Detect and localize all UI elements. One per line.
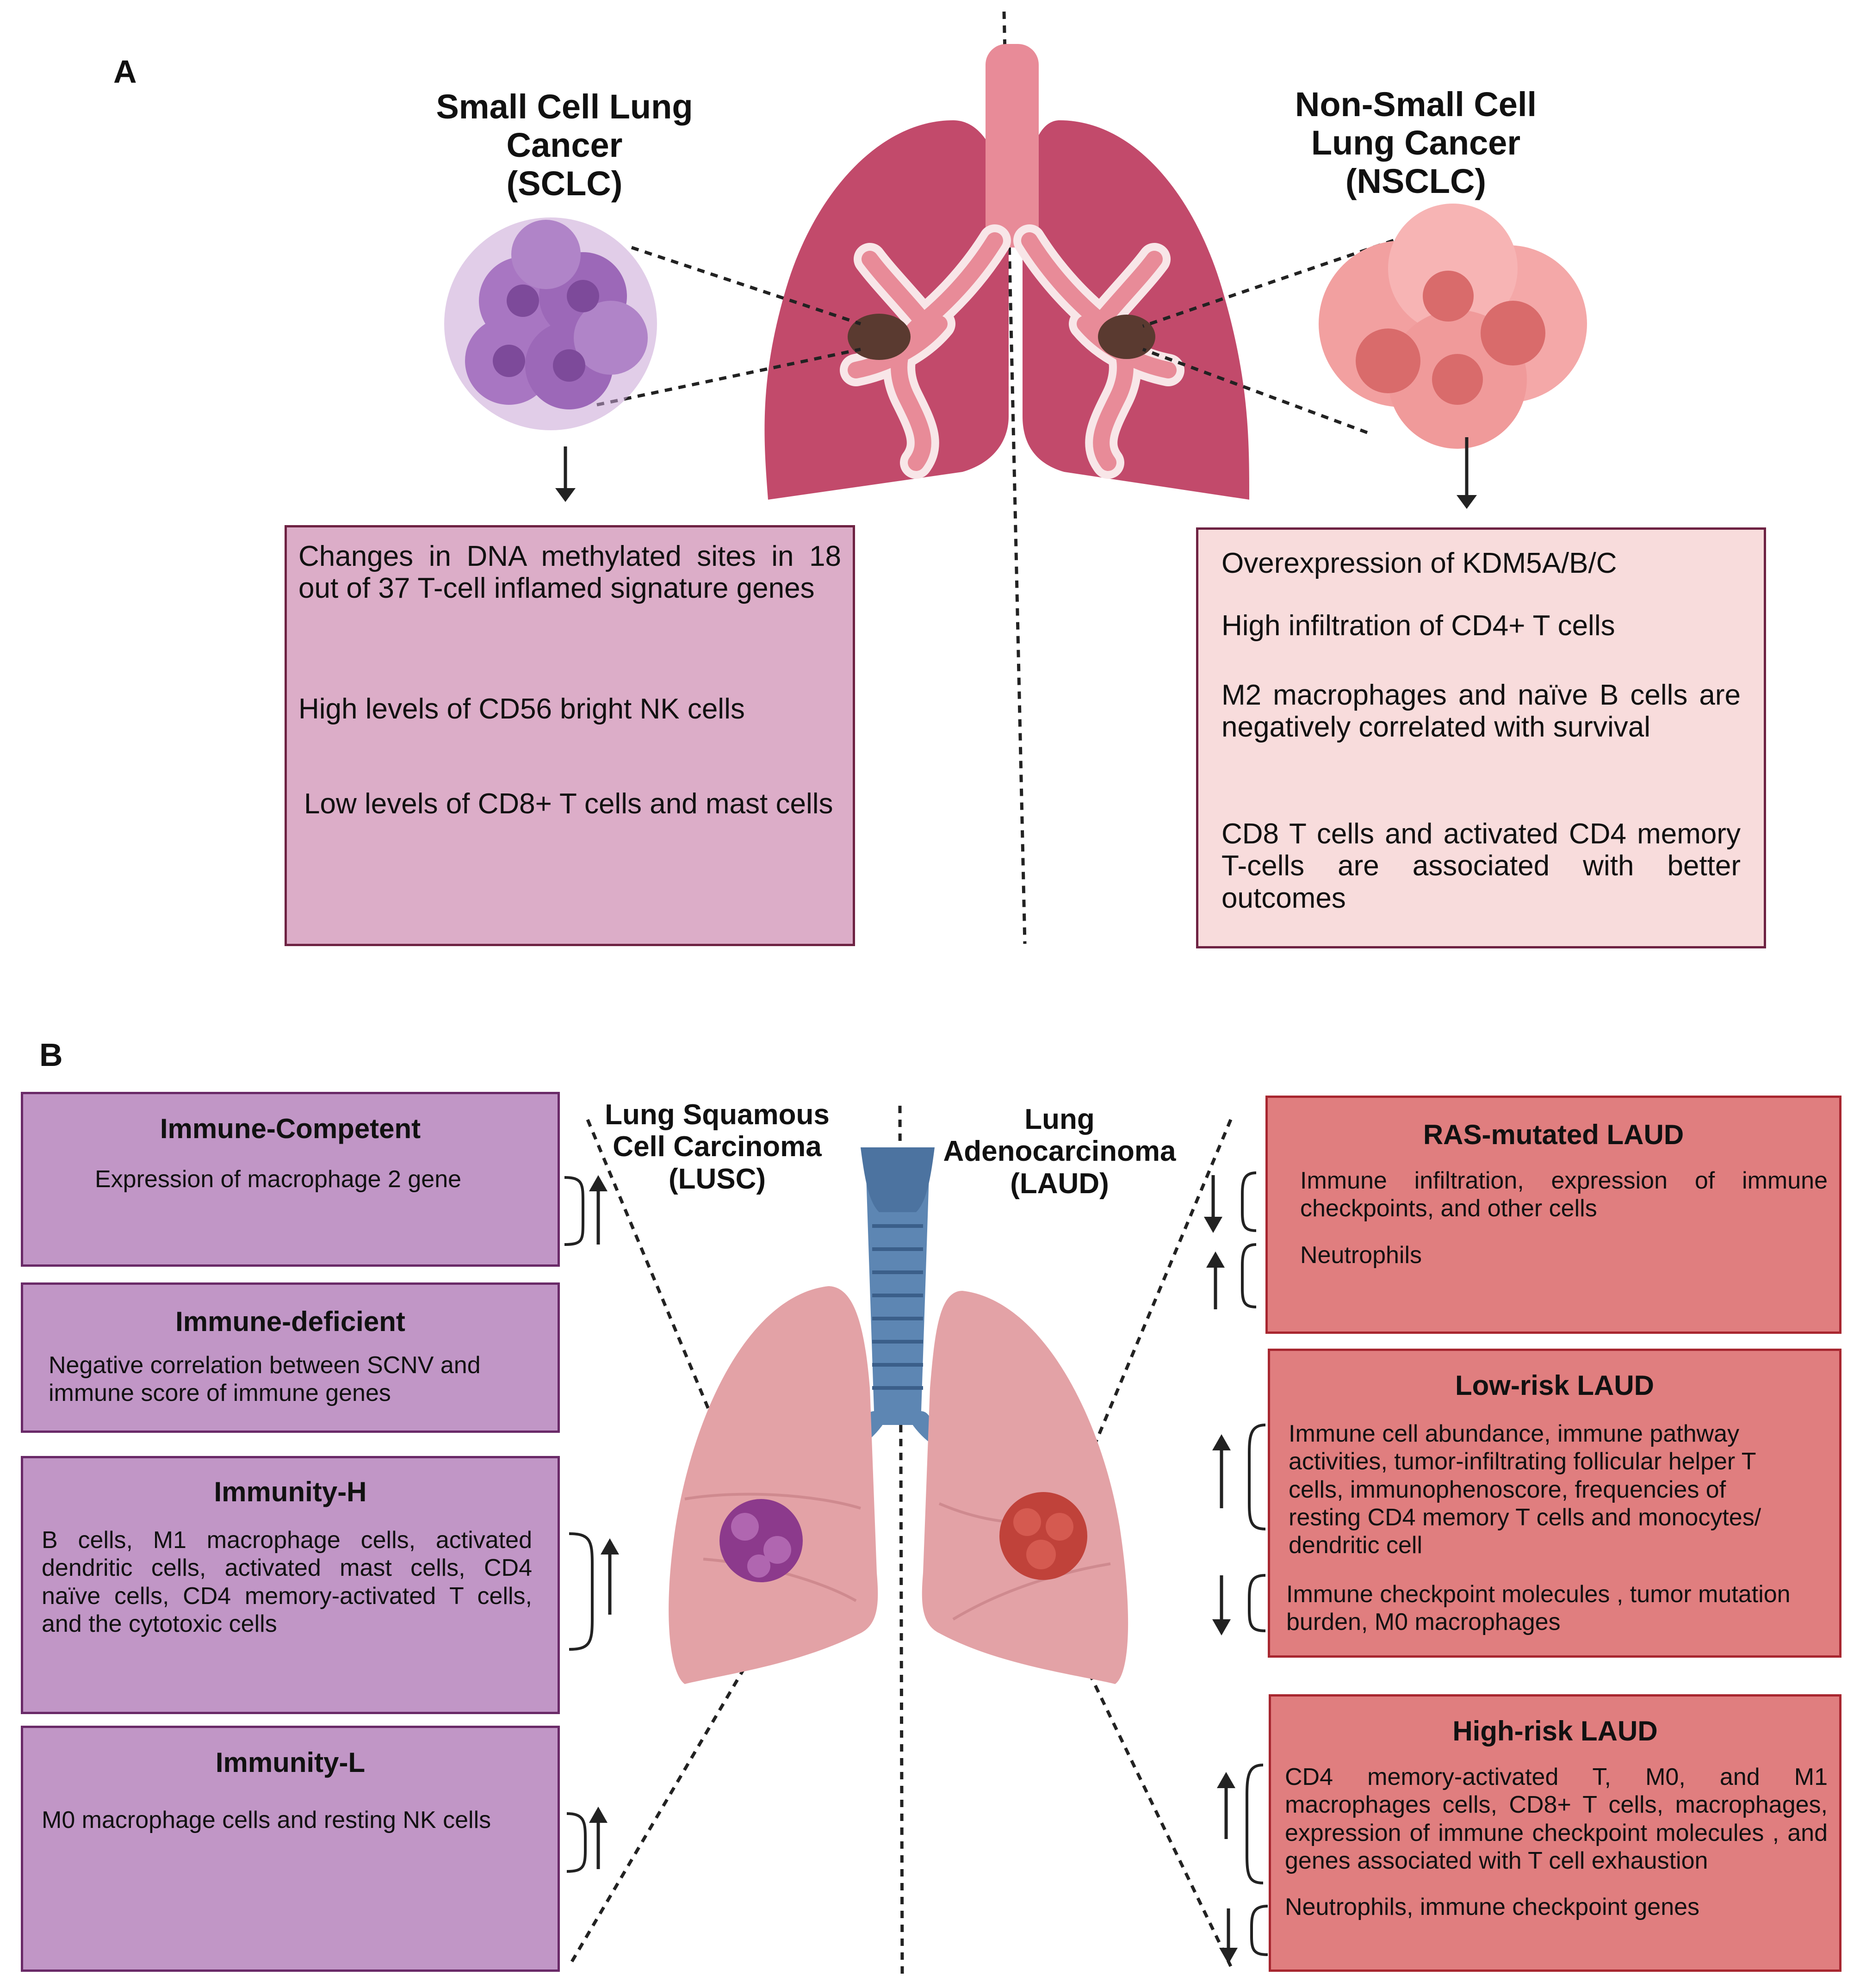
lusc-title: Lung Squamous Cell Carcinoma (LUSC): [574, 1099, 861, 1195]
immune-deficient-box: Immune-deficient Negative correlation be…: [21, 1282, 560, 1433]
nsclc-cell-cluster: [1319, 204, 1587, 449]
sclc-findings-box: Changes in DNA methylated sites in 18 ou…: [285, 525, 855, 946]
lusc-title-line-2: Cell Carcinoma: [613, 1131, 822, 1163]
sclc-title-line-3: (SCLC): [506, 164, 623, 203]
sclc-title-line-1: Small Cell Lung: [436, 87, 693, 126]
box-heading: Immune-Competent: [160, 1113, 421, 1144]
sclc-item-1: Changes in DNA methylated sites in 18 ou…: [298, 540, 841, 605]
sclc-item-2: High levels of CD56 bright NK cells: [298, 693, 745, 725]
immune-competent-box: Immune-Competent Expression of macrophag…: [21, 1092, 560, 1267]
panel-a-label: A: [113, 54, 137, 90]
nsclc-title-line-3: (NSCLC): [1345, 161, 1487, 200]
left-lung: [764, 120, 1009, 500]
lusc-brackets: [564, 1176, 594, 1873]
immunity-h-box: Immunity-H B cells, M1 macrophage cells,…: [21, 1456, 560, 1714]
lusc-up-arrows: [596, 1189, 612, 1869]
box-item: Immune infiltration, expression of immun…: [1300, 1167, 1828, 1222]
box-heading: Immunity-L: [215, 1747, 366, 1778]
box-item: CD4 memory-activated T, M0, and M1 macro…: [1285, 1764, 1828, 1874]
ras-mutated-laud-box: RAS-mutated LAUD Immune infiltration, ex…: [1265, 1096, 1841, 1334]
low-risk-laud-box: Low-risk LAUD Immune cell abundance, imm…: [1268, 1349, 1841, 1658]
box-heading: Immune-deficient: [175, 1306, 405, 1337]
box-item: Neutrophils: [1300, 1241, 1422, 1269]
box-text: Negative correlation between SCNV and im…: [49, 1352, 481, 1407]
laud-brackets: [1241, 1171, 1268, 1956]
laud-lung: [922, 1291, 1128, 1684]
nsclc-item-2: High infiltration of CD4+ T cells: [1221, 610, 1615, 642]
sclc-title-line-2: Cancer: [506, 125, 623, 164]
box-item: Neutrophils, immune checkpoint genes: [1285, 1894, 1700, 1921]
lusc-title-line-1: Lung Squamous: [605, 1099, 830, 1131]
nsclc-item-4: CD8 T cells and activated CD4 memory T-c…: [1221, 818, 1741, 914]
panel-b-label: B: [39, 1037, 63, 1073]
laud-title-line-3: (LAUD): [1010, 1167, 1109, 1200]
trachea: [986, 44, 1039, 248]
box-text: Expression of macrophage 2 gene: [95, 1166, 462, 1193]
nsclc-title-line-1: Non-Small Cell: [1295, 85, 1537, 124]
box-text: M0 macrophage cells and resting NK cells: [42, 1807, 491, 1833]
laud-title: Lung Adenocarcinoma (LAUD): [925, 1103, 1194, 1200]
sclc-cell-cluster: [444, 217, 657, 430]
box-heading: Low-risk LAUD: [1455, 1370, 1655, 1401]
right-lung: [1023, 120, 1249, 500]
immunity-l-box: Immunity-L M0 macrophage cells and resti…: [21, 1726, 560, 1972]
nsclc-lung-tumor: [1098, 315, 1155, 359]
nsclc-findings-box: Overexpression of KDM5A/B/C High infiltr…: [1196, 527, 1766, 948]
high-risk-laud-box: High-risk LAUD CD4 memory-activated T, M…: [1269, 1694, 1841, 1972]
laud-title-line-2: Adenocarcinoma: [943, 1135, 1176, 1168]
nsclc-item-1: Overexpression of KDM5A/B/C: [1221, 547, 1617, 579]
laud-title-line-1: Lung: [1024, 1103, 1095, 1135]
box-heading: Immunity-H: [214, 1476, 367, 1507]
box-heading: High-risk LAUD: [1452, 1716, 1658, 1746]
nsclc-item-3: M2 macrophages and naïve B cells are neg…: [1221, 679, 1741, 743]
lusc-lung: [669, 1286, 878, 1684]
sclc-lung-tumor: [848, 314, 911, 360]
nsclc-title-line-2: Lung Cancer: [1311, 123, 1521, 162]
laud-tumor: [999, 1492, 1087, 1580]
lusc-title-line-3: (LUSC): [668, 1163, 766, 1195]
nsclc-title: Non-Small Cell Lung Cancer (NSCLC): [1254, 85, 1578, 201]
sclc-title: Small Cell Lung Cancer (SCLC): [403, 87, 726, 203]
box-text: B cells, M1 macrophage cells, activated …: [42, 1527, 532, 1637]
sclc-item-3: Low levels of CD8+ T cells and mast cell…: [304, 788, 833, 820]
box-heading: RAS-mutated LAUD: [1423, 1119, 1684, 1150]
lusc-tumor: [719, 1499, 803, 1582]
box-item: Immune cell abundance, immune pathway ac…: [1289, 1420, 1761, 1559]
box-item: Immune checkpoint molecules , tumor muta…: [1286, 1580, 1791, 1635]
